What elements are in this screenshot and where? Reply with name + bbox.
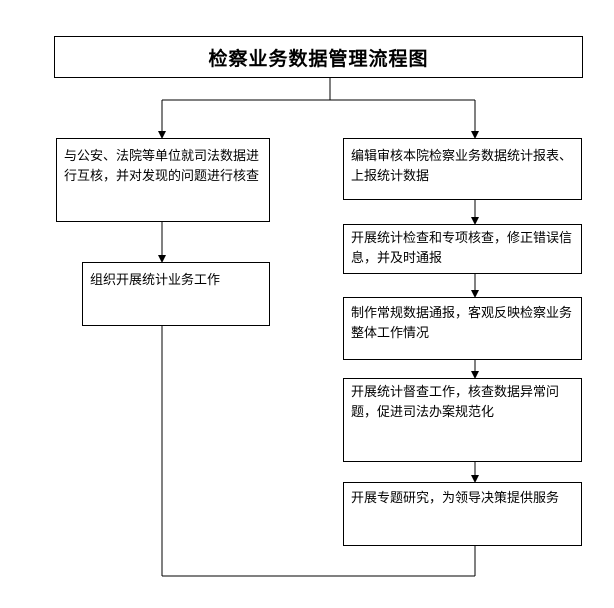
right-step-3-box: 制作常规数据通报，客观反映检察业务整体工作情况 <box>343 297 582 360</box>
left-step-1-box: 与公安、法院等单位就司法数据进行互核，并对发现的问题进行核查 <box>56 138 270 222</box>
left-step-2-text: 组织开展统计业务工作 <box>90 273 221 288</box>
left-step-1-text: 与公安、法院等单位就司法数据进行互核，并对发现的问题进行核查 <box>64 149 260 184</box>
right-step-2-box: 开展统计检查和专项核查，修正错误信息，并及时通报 <box>343 224 582 274</box>
right-step-2-text: 开展统计检查和专项核查，修正错误信息，并及时通报 <box>351 231 573 266</box>
right-step-4-text: 开展统计督查工作，核查数据异常问题，促进司法办案规范化 <box>351 385 560 420</box>
right-step-1-box: 编辑审核本院检察业务数据统计报表、上报统计数据 <box>343 138 582 200</box>
right-step-5-box: 开展专题研究，为领导决策提供服务 <box>343 482 582 546</box>
left-step-2-box: 组织开展统计业务工作 <box>82 262 270 326</box>
right-step-4-box: 开展统计督查工作，核查数据异常问题，促进司法办案规范化 <box>343 378 582 462</box>
right-step-3-text: 制作常规数据通报，客观反映检察业务整体工作情况 <box>351 306 573 341</box>
title-box: 检察业务数据管理流程图 <box>54 36 583 78</box>
right-step-1-text: 编辑审核本院检察业务数据统计报表、上报统计数据 <box>351 149 573 184</box>
diagram-title: 检察业务数据管理流程图 <box>208 47 429 70</box>
right-step-5-text: 开展专题研究，为领导决策提供服务 <box>351 491 560 506</box>
